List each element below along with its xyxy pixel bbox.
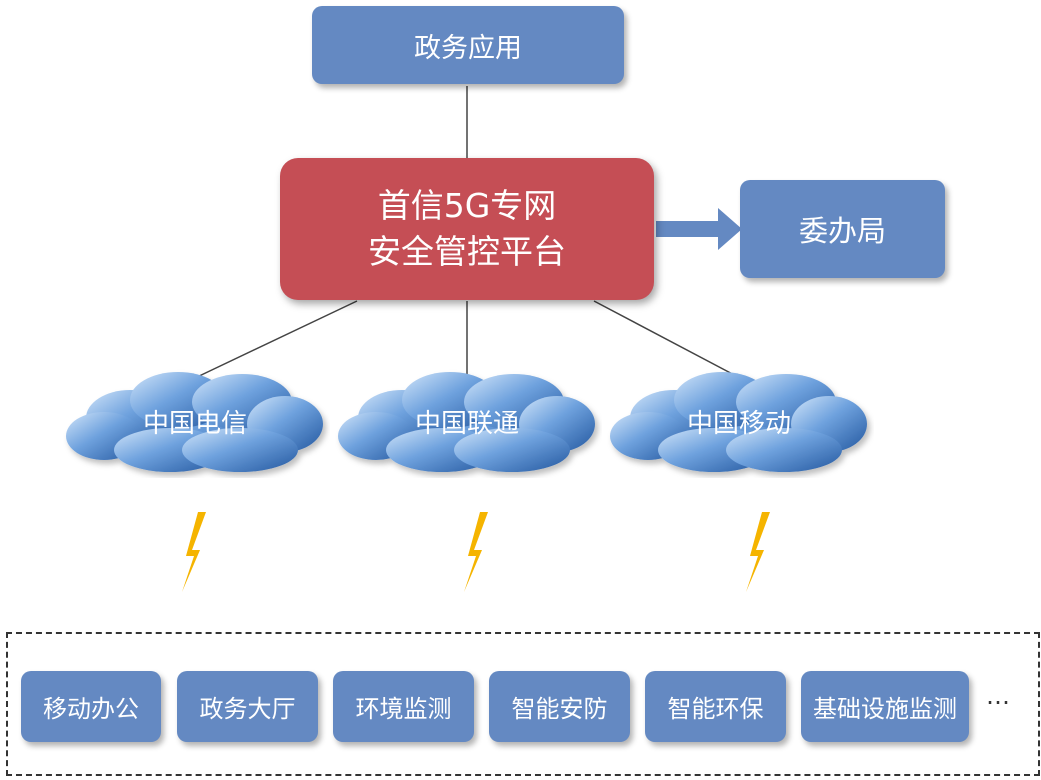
service-label: 政务大厅: [199, 695, 296, 723]
carrier-label: 中国联通: [414, 408, 519, 439]
more-ellipsis: …: [986, 682, 1010, 710]
lightning-bolt-icon: [746, 512, 770, 592]
service-label: 环境监测: [355, 695, 452, 723]
line-platform-to-telecom: [194, 300, 358, 379]
carrier-label: 中国电信: [142, 408, 247, 439]
carrier-label: 中国移动: [686, 408, 791, 439]
platform-line1: 首信5G专网: [377, 186, 557, 225]
lightning-bolt-icon: [182, 512, 206, 592]
service-smart-security: 智能安防: [489, 671, 630, 742]
committee-label: 委办局: [798, 214, 886, 248]
carrier-cloud-telecom: 中国电信: [60, 368, 330, 478]
platform-line2: 安全管控平台: [368, 232, 566, 271]
service-label: 智能环保: [667, 695, 764, 723]
line-platform-to-mobile: [593, 300, 741, 379]
gov-app-label: 政务应用: [414, 32, 522, 64]
lightning-bolt-icon: [464, 512, 488, 592]
gov-app-box: 政务应用: [312, 6, 624, 84]
committee-box: 委办局: [740, 180, 945, 278]
carrier-cloud-unicom: 中国联通: [332, 368, 602, 478]
platform-box: 首信5G专网 安全管控平台: [280, 158, 654, 300]
service-label: 智能安防: [511, 695, 608, 723]
service-area: [6, 632, 1040, 776]
service-smart-eco: 智能环保: [645, 671, 786, 742]
arrow-right-icon: [656, 208, 742, 250]
service-env-monitoring: 环境监测: [333, 671, 474, 742]
service-mobile-office: 移动办公: [21, 671, 161, 742]
carrier-cloud-mobile: 中国移动: [604, 368, 874, 478]
service-label: 基础设施监测: [813, 695, 957, 723]
service-gov-hall: 政务大厅: [177, 671, 318, 742]
service-label: 移动办公: [43, 695, 139, 723]
service-infra-monitoring: 基础设施监测: [801, 671, 969, 742]
